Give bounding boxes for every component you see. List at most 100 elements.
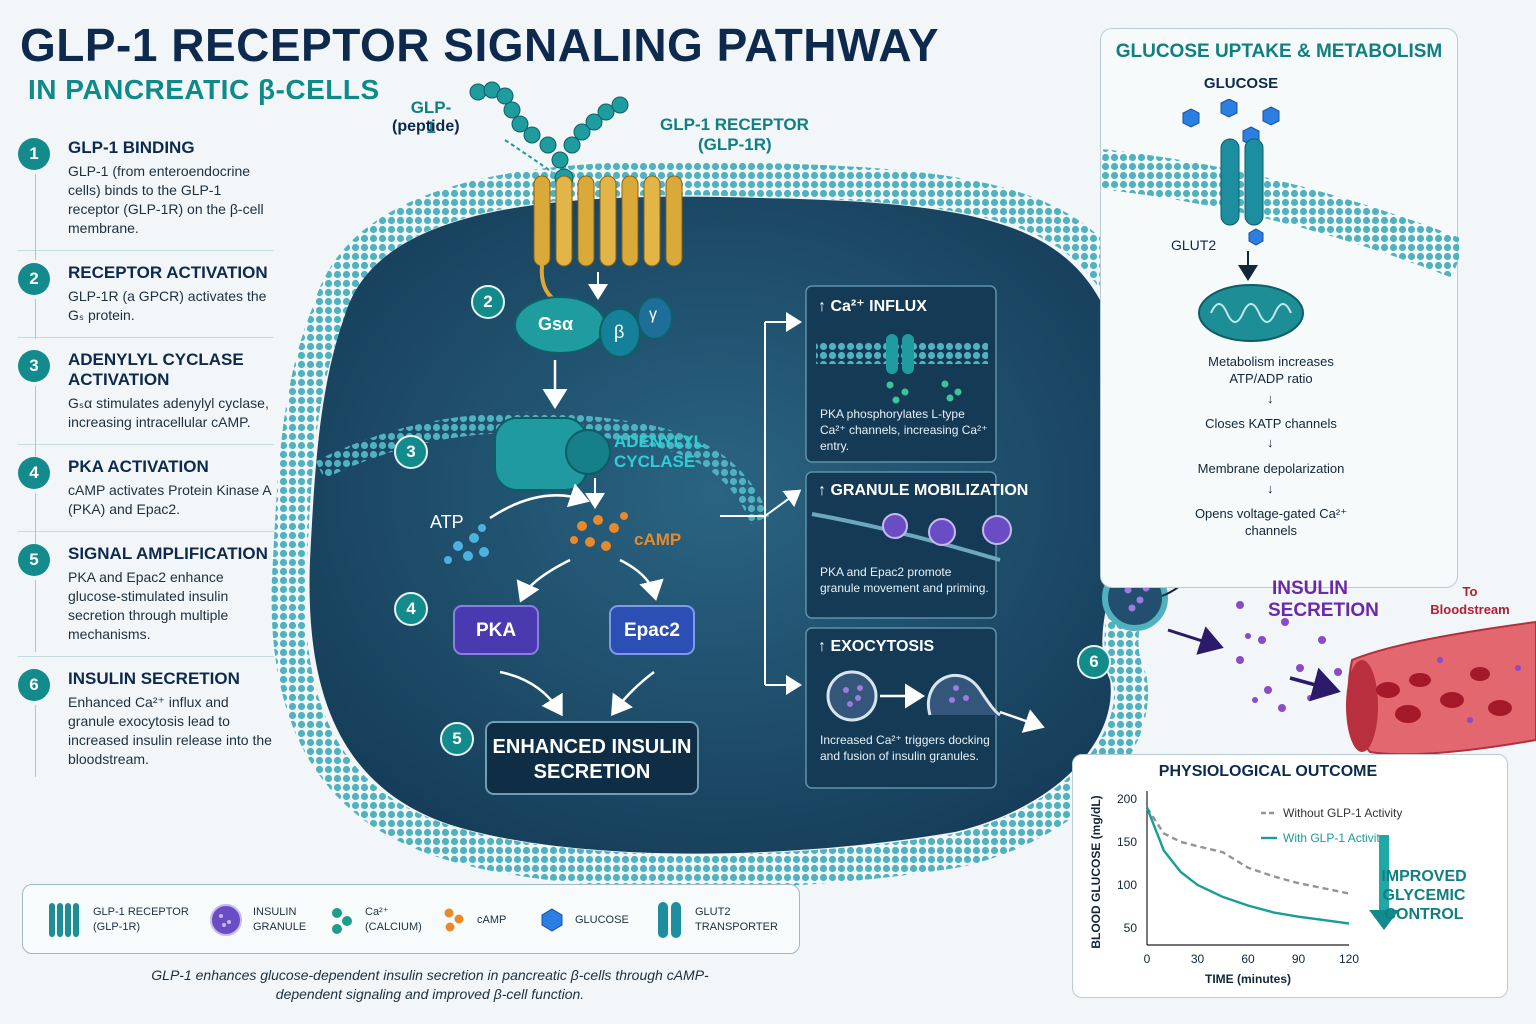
step-connector <box>35 174 36 260</box>
step-title: INSULIN SECRETION <box>68 669 240 688</box>
x-axis-label: TIME (minutes) <box>1205 972 1291 986</box>
glut2-label: GLUT2 <box>1171 237 1217 253</box>
step-number: 6 <box>18 669 50 701</box>
divider <box>18 250 274 251</box>
beta-label: β <box>614 322 625 342</box>
step-1: 1 GLP-1 BINDING GLP-1 (from enteroendocr… <box>18 138 274 260</box>
glut2-transporter-icon <box>1220 138 1240 226</box>
page-title: GLP-1 RECEPTOR SIGNALING PATHWAY <box>20 19 940 71</box>
camp-label: cAMP <box>634 530 682 549</box>
docking-granule <box>826 670 878 722</box>
legend-label: GLUT2 TRANSPORTER <box>695 906 778 933</box>
gamma-subunit <box>637 296 673 340</box>
glucose-icon <box>541 908 563 932</box>
receptor-label: GLP-1 RECEPTOR <box>660 115 809 134</box>
step-connector <box>35 580 36 652</box>
exocytosis-box <box>805 627 997 789</box>
chart-title: PHYSIOLOGICAL OUTCOME <box>1158 763 1378 780</box>
step-connector <box>35 386 36 458</box>
legend-item-glut2: GLUT2 TRANSPORTER <box>655 885 785 955</box>
improvement-arrow-shaft <box>1379 835 1389 915</box>
divider <box>18 531 274 532</box>
legend-item-receptor: GLP-1 RECEPTOR (GLP-1R) <box>47 885 193 955</box>
insulin-particles <box>1236 601 1342 712</box>
step-connector <box>35 493 36 549</box>
step-body: GLP-1R (a GPCR) activates the Gₛ protein… <box>68 288 267 323</box>
effect-title-granule: ↑ GRANULE MOBILIZATION <box>818 482 1029 499</box>
flow-arrow: ↓ <box>1267 435 1274 450</box>
effect-text-granule: PKA and Epac2 promote granule movement a… <box>820 565 989 595</box>
blood-label-1: To <box>1462 584 1478 599</box>
legend-item-camp: cAMP <box>441 885 517 955</box>
step-connector <box>35 705 36 777</box>
divider <box>18 656 274 657</box>
step-connector <box>35 299 36 339</box>
step-number: 2 <box>18 263 50 295</box>
glucose-panel-title: GLUCOSE UPTAKE & METABOLISM <box>1115 41 1443 62</box>
calcium-channel-icon <box>886 334 898 374</box>
gsa-label: Gsα <box>538 314 574 334</box>
step-title: GLP-1 BINDING <box>68 138 195 157</box>
pka-box <box>453 605 539 655</box>
diagram-step-5: 5 <box>440 722 474 756</box>
enhanced-label-2: SECRETION <box>533 761 651 783</box>
glucose-panel: GLUCOSE UPTAKE & METABOLISM GLUCOSE GLUT… <box>1100 28 1459 588</box>
pka-label: PKA <box>475 620 517 641</box>
flow-step-2: Closes KATP channels <box>1205 416 1337 431</box>
diagram-step-3: 3 <box>394 435 428 469</box>
step-2: 2 RECEPTOR ACTIVATION GLP-1R (a GPCR) ac… <box>18 263 274 339</box>
legend-label: With GLP-1 Activity <box>1283 831 1386 845</box>
legend-label: GLUCOSE <box>575 913 629 926</box>
effect-title-exo: ↑ EXOCYTOSIS <box>818 638 935 655</box>
effect-text-ca: PKA phosphorylates L-type Ca²⁺ channels,… <box>820 407 988 453</box>
glucose-label: GLUCOSE <box>1203 75 1279 92</box>
page-subtitle: IN PANCREATIC β-CELLS <box>28 74 380 105</box>
step-title: RECEPTOR ACTIVATION <box>68 263 268 282</box>
legend-label: INSULIN GRANULE <box>253 906 307 933</box>
x-tick-label: 120 <box>1339 952 1359 966</box>
step-5: 5 SIGNAL AMPLIFICATION PKA and Epac2 enh… <box>18 544 274 652</box>
enhanced-label-1: ENHANCED INSULIN <box>492 736 692 758</box>
camp-icon <box>444 908 464 932</box>
camp-molecules <box>570 512 628 551</box>
adenylyl-cyclase-label-2: CYCLASE <box>614 452 696 471</box>
mitochondrion-icon <box>1198 284 1304 342</box>
flow-arrow: ↓ <box>1267 391 1274 406</box>
step-body: cAMP activates Protein Kinase A (PKA) an… <box>68 482 271 517</box>
step-title: ADENYLYL CYCLASE ACTIVATION <box>68 350 244 389</box>
divider <box>18 444 274 445</box>
flow-step-4: Opens voltage-gated Ca²⁺ channels <box>1194 506 1348 538</box>
effect-title-ca: ↑ Ca²⁺ INFLUX <box>818 298 927 315</box>
y-tick-label: 100 <box>1117 878 1137 892</box>
gamma-label: γ <box>649 306 657 323</box>
improved-label: IMPROVED GLYCEMIC CONTROL <box>1381 868 1467 923</box>
x-tick-label: 0 <box>1144 952 1151 966</box>
step-number: 4 <box>18 457 50 489</box>
cell-membrane <box>271 161 1163 889</box>
glut2-icon <box>658 902 681 938</box>
receptor-sub: (GLP-1R) <box>698 135 772 154</box>
step-number: 1 <box>18 138 50 170</box>
insulin-label-2: SECRETION <box>1268 600 1379 621</box>
step-body: Gₛα stimulates adenylyl cyclase, increas… <box>68 395 269 430</box>
improvement-arrow-head <box>1369 910 1399 930</box>
y-tick-label: 50 <box>1124 921 1138 935</box>
fusing-granule <box>926 673 1001 717</box>
diagram-step-6: 6 <box>1077 645 1111 679</box>
atp-label: ATP <box>430 512 464 532</box>
legend-item-granule: INSULIN GRANULE <box>209 885 323 955</box>
epac2-label: Epac2 <box>624 620 680 641</box>
x-tick-label: 30 <box>1191 952 1205 966</box>
blood-label-2: Bloodstream <box>1430 602 1510 617</box>
legend-label: Ca²⁺ (CALCIUM) <box>365 906 422 933</box>
diagram-step-2: 2 <box>471 285 505 319</box>
ca-influx-box <box>805 285 997 463</box>
glp1-sub: (peptide) <box>392 118 460 135</box>
diagram-step-4: 4 <box>394 592 428 626</box>
step-title: PKA ACTIVATION <box>68 457 209 476</box>
step-body: GLP-1 (from enteroendocrine cells) binds… <box>68 163 264 236</box>
glp1-label: GLP-1 <box>410 98 452 137</box>
effect-text-exo: Increased Ca²⁺ triggers docking and fusi… <box>820 733 990 763</box>
